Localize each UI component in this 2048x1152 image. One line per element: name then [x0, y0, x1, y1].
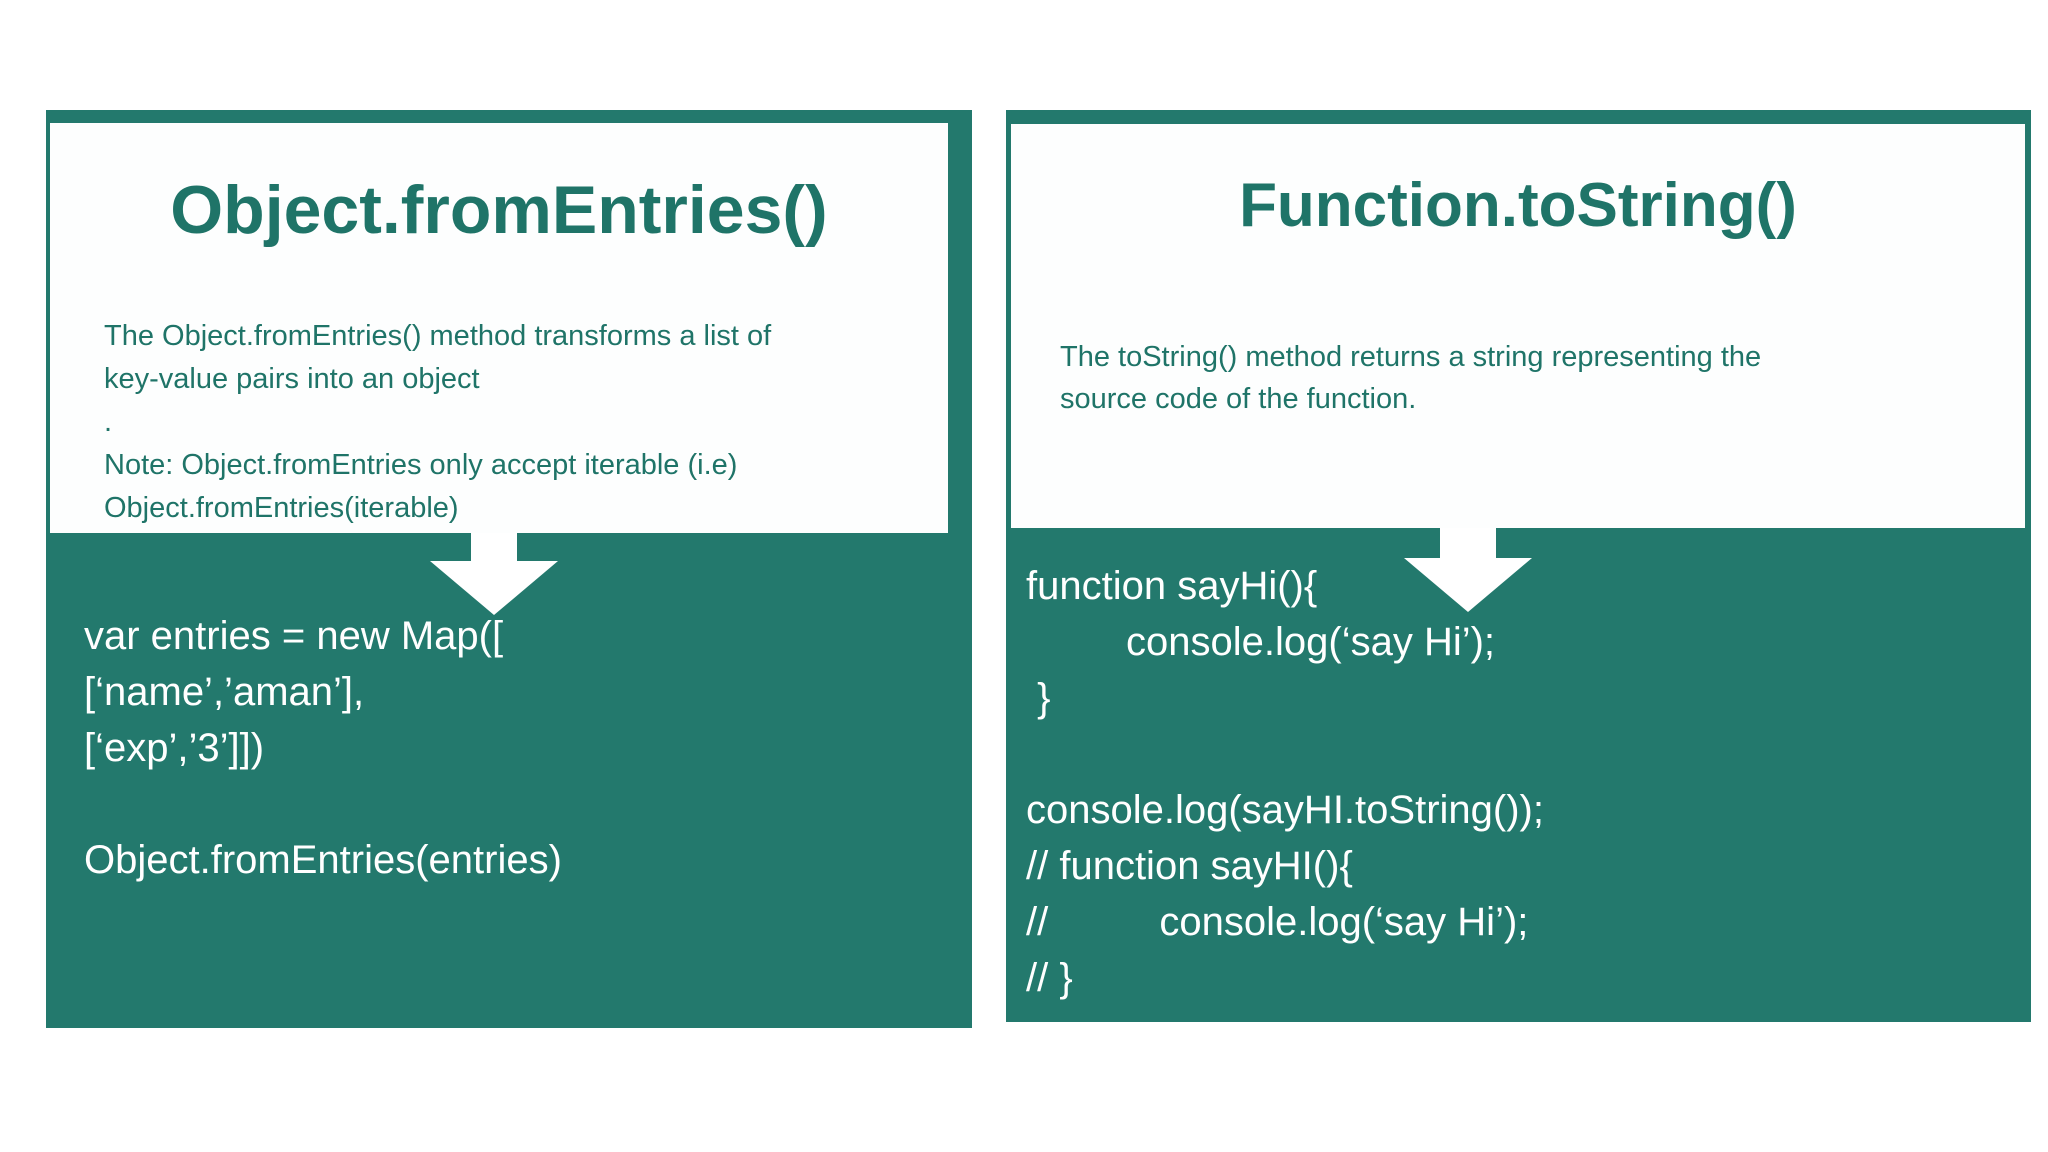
code-line: console.log(‘say Hi’); — [1026, 620, 1496, 664]
description-line: key-value pairs into an object — [104, 363, 480, 395]
description-line: . — [104, 406, 113, 438]
code-line: // } — [1026, 956, 1073, 1000]
code-line: // console.log(‘say Hi’); — [1026, 900, 1529, 944]
code-line: console.log(sayHI.toString()); — [1026, 788, 1544, 832]
code-block: var entries = new Map([ [‘name’,’aman’], [… — [84, 608, 562, 888]
code-line: function sayHi(){ — [1026, 564, 1318, 608]
code-line: // function sayHI(){ — [1026, 844, 1353, 888]
description-line: Object.fromEntries(iterable) — [104, 492, 459, 524]
arrow-head — [1404, 558, 1532, 612]
card-description: The toString() method returns a string r… — [1060, 336, 2000, 420]
card-header-object-fromentries: Object.fromEntries() The Object.fromEntr… — [50, 123, 948, 533]
card-title: Function.toString() — [1239, 171, 1797, 240]
code-line: var entries = new Map([ — [84, 614, 504, 658]
code-line — [84, 776, 562, 832]
arrow-stem — [471, 533, 517, 561]
down-arrow-icon — [1404, 528, 1532, 612]
card-object-fromentries: Object.fromEntries() The Object.fromEntr… — [46, 110, 972, 1028]
code-line — [1026, 726, 1544, 782]
code-line: Object.fromEntries(entries) — [84, 838, 562, 882]
arrow-head — [430, 561, 558, 615]
card-function-tostring: Function.toString() The toString() metho… — [1006, 110, 2031, 1022]
card-description: The Object.fromEntries() method transfor… — [104, 315, 924, 530]
card-header-function-tostring: Function.toString() The toString() metho… — [1011, 124, 2025, 528]
description-line: The Object.fromEntries() method transfor… — [104, 320, 772, 352]
description-line: Note: Object.fromEntries only accept ite… — [104, 449, 738, 481]
description-line: The toString() method returns a string r… — [1060, 341, 1762, 373]
code-block: function sayHi(){ console.log(‘say Hi’);… — [1026, 558, 1544, 1006]
down-arrow-icon — [430, 533, 558, 615]
code-line: } — [1026, 676, 1051, 720]
description-line: source code of the function. — [1060, 383, 1417, 415]
card-title: Object.fromEntries() — [170, 172, 828, 248]
code-line: [‘exp’,’3’]]) — [84, 726, 265, 770]
code-line: [‘name’,’aman’], — [84, 670, 365, 714]
arrow-stem — [1440, 528, 1496, 558]
